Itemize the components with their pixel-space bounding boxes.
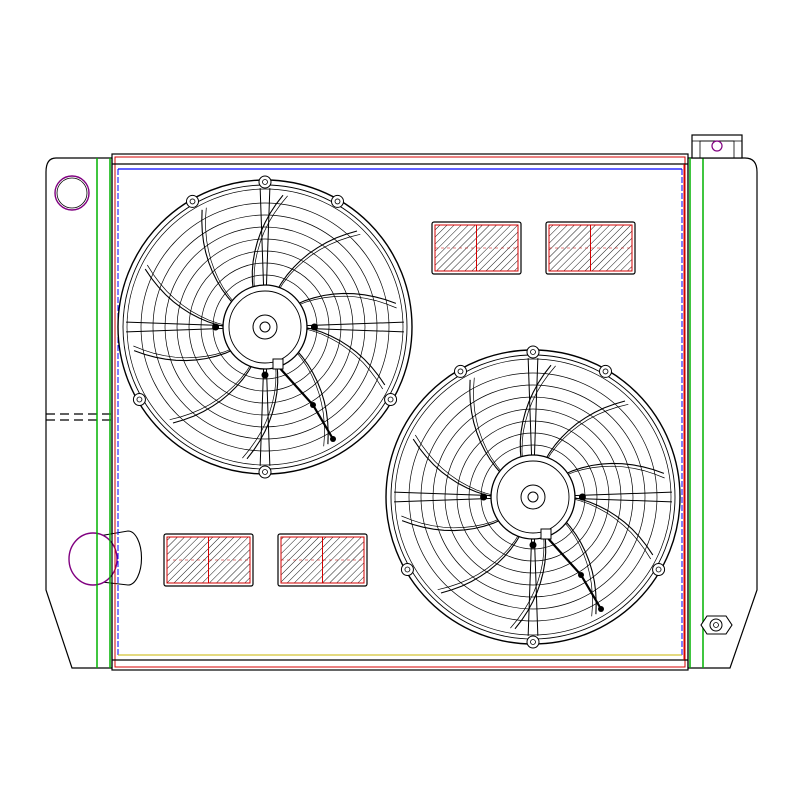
fans bbox=[117, 175, 681, 649]
right-tank bbox=[687, 134, 758, 669]
drain-plug-icon bbox=[700, 615, 733, 635]
left-tank bbox=[45, 157, 143, 669]
mounting-pad bbox=[545, 221, 636, 275]
inlet-pipe-icon bbox=[54, 175, 90, 211]
outlet-pipe-icon bbox=[68, 530, 143, 586]
fan-icon bbox=[117, 175, 413, 479]
mounting-pad bbox=[431, 221, 522, 275]
mounting-pads bbox=[163, 221, 636, 587]
mounting-pad bbox=[277, 533, 368, 587]
radiator-core bbox=[111, 153, 689, 671]
filler-neck-icon bbox=[691, 134, 743, 159]
mounting-pad bbox=[163, 533, 254, 587]
fan-icon bbox=[385, 345, 681, 649]
